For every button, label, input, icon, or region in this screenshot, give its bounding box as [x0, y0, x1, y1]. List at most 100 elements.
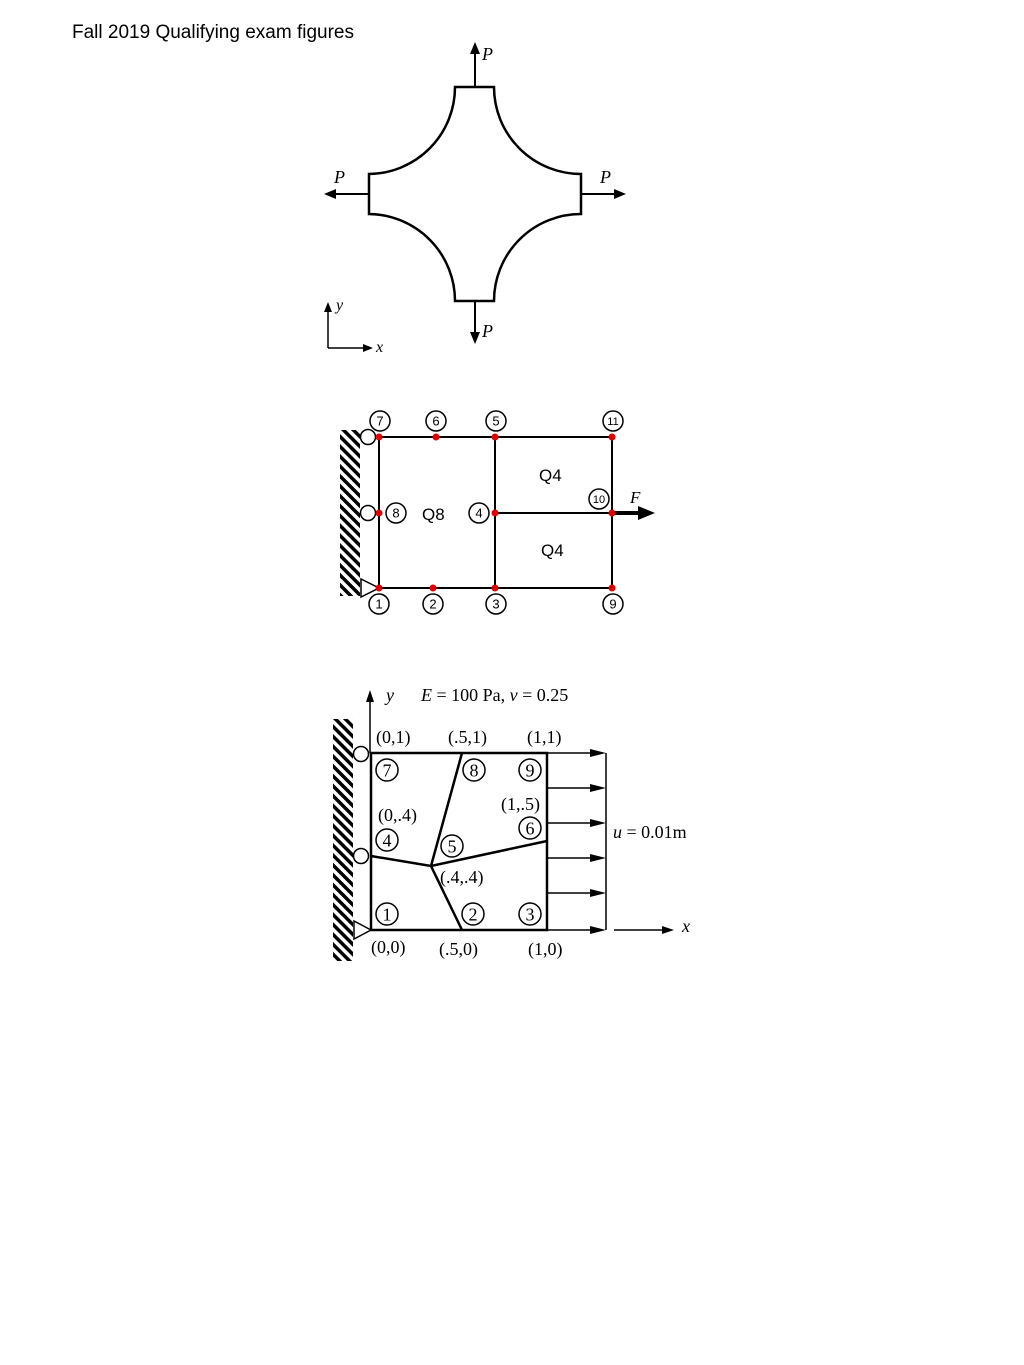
node-label-fig3-3-text: 3 [526, 904, 535, 924]
mesh-node-9 [608, 584, 616, 592]
nu-value: = 0.25 [518, 685, 569, 705]
coord-label-n6: (1,.5) [501, 794, 540, 815]
node-label-fig3-1-text: 1 [383, 904, 392, 924]
figure-cross-plate: P P P P y x [324, 42, 626, 356]
node-labels-fig2: 1 2 3 4 5 6 7 8 9 10 11 [368, 410, 624, 615]
coord-label-n5: (.4,.4) [440, 867, 484, 888]
node-label-fig3-1: 1 [375, 902, 399, 926]
axis-label-x-fig3: x [681, 916, 690, 936]
prescribed-displacement-arrows [547, 749, 607, 934]
mesh-nodes-fig2 [375, 433, 616, 592]
force-arrow-F [612, 506, 655, 520]
pin-support-fig3 [353, 919, 373, 941]
mesh-node-10 [608, 509, 616, 517]
E-symbol: E [420, 685, 432, 705]
axis-x-fig3 [614, 926, 674, 934]
node-label-fig3-7: 7 [375, 758, 399, 782]
load-arrow-right [581, 189, 626, 199]
node-label-fig3-5: 5 [440, 834, 464, 858]
coord-label-n3: (1,0) [528, 939, 563, 960]
node-label-fig3-9: 9 [518, 758, 542, 782]
material-properties: E = 100 Pa, ν = 0.25 [420, 685, 568, 705]
node-label-10-text: 10 [593, 494, 605, 506]
load-label-bottom: P [481, 321, 493, 341]
node-label-2-text: 2 [429, 597, 436, 612]
node-label-3: 3 [485, 593, 507, 615]
node-label-10: 10 [588, 488, 610, 510]
element-label-q4-bottom: Q4 [541, 541, 564, 560]
node-label-fig3-4: 4 [375, 828, 399, 852]
axis-label-x-fig1: x [375, 339, 383, 356]
figure-quad-mesh: y E = 100 Pa, ν = 0.25 u = 0.01m x (0,1) [333, 685, 690, 961]
mesh-node-3 [491, 584, 499, 592]
roller-support-top-fig3 [352, 745, 370, 763]
node-label-8: 8 [385, 502, 407, 524]
node-labels-fig3: 1 2 3 4 5 6 7 8 9 [375, 758, 542, 926]
u-value: = 0.01m [622, 822, 687, 842]
node-label-7: 7 [369, 410, 391, 432]
coord-label-n9: (1,1) [527, 727, 562, 748]
mesh-node-2 [429, 584, 437, 592]
node-label-fig3-2: 2 [461, 902, 485, 926]
axis-triad-fig1 [324, 302, 373, 352]
page-title: Fall 2019 Qualifying exam figures [72, 22, 354, 43]
roller-support-top-fig2 [359, 428, 377, 446]
force-label-F: F [629, 488, 641, 507]
coord-label-n7: (0,1) [376, 727, 411, 748]
mesh-node-11 [608, 433, 616, 441]
coord-label-n2: (.5,0) [439, 939, 478, 960]
node-label-fig3-6: 6 [518, 816, 542, 840]
element-label-q4-top: Q4 [539, 466, 562, 485]
node-label-fig3-3: 3 [518, 902, 542, 926]
node-label-fig3-8-text: 8 [470, 760, 479, 780]
load-arrow-bottom [470, 301, 480, 344]
node-label-fig3-4-text: 4 [383, 830, 392, 850]
node-label-fig3-9-text: 9 [526, 760, 535, 780]
node-label-8-text: 8 [392, 506, 399, 521]
node-label-1-text: 1 [375, 597, 382, 612]
node-label-11: 11 [602, 410, 624, 432]
coord-label-n1: (0,0) [371, 937, 406, 958]
mesh-edge-top-to-bottom [429, 752, 464, 931]
roller-support-middle-fig2 [359, 504, 377, 522]
node-label-fig3-7-text: 7 [383, 760, 392, 780]
load-arrow-top [470, 42, 480, 87]
mesh-node-7 [375, 433, 383, 441]
node-label-fig3-6-text: 6 [526, 818, 535, 838]
fixed-wall-hatch-fig2 [340, 430, 360, 596]
node-label-2: 2 [422, 593, 444, 615]
E-value: = 100 Pa, [432, 685, 510, 705]
coord-label-n8: (.5,1) [448, 727, 487, 748]
cross-plate-outline [367, 85, 583, 303]
node-label-fig3-8: 8 [462, 758, 486, 782]
load-label-top: P [481, 44, 493, 64]
coord-label-n4: (0,.4) [378, 805, 417, 826]
axis-label-y-fig3: y [384, 685, 394, 705]
mesh-node-6 [432, 433, 440, 441]
node-label-9-text: 9 [609, 597, 616, 612]
node-label-5: 5 [485, 410, 507, 432]
u-symbol: u [613, 822, 622, 842]
node-label-7-text: 7 [376, 414, 383, 429]
node-label-fig3-5-text: 5 [448, 836, 457, 856]
axis-label-y-fig1: y [334, 297, 344, 314]
load-arrow-left [324, 189, 369, 199]
node-label-4: 4 [468, 502, 490, 524]
node-label-3-text: 3 [492, 597, 499, 612]
nu-symbol: ν [510, 685, 518, 705]
node-label-9: 9 [602, 593, 624, 615]
mesh-node-5 [491, 433, 499, 441]
node-label-4-text: 4 [475, 506, 482, 521]
pin-support-fig2 [360, 577, 381, 599]
displacement-label: u = 0.01m [613, 822, 687, 842]
mesh-node-1 [375, 584, 383, 592]
node-label-6: 6 [425, 410, 447, 432]
node-label-11-text: 11 [607, 416, 618, 428]
fixed-wall-hatch-fig3 [333, 719, 353, 961]
mesh-node-4 [491, 509, 499, 517]
mesh-node-8 [375, 509, 383, 517]
axis-y-fig3 [366, 690, 374, 753]
load-label-left: P [333, 167, 345, 187]
